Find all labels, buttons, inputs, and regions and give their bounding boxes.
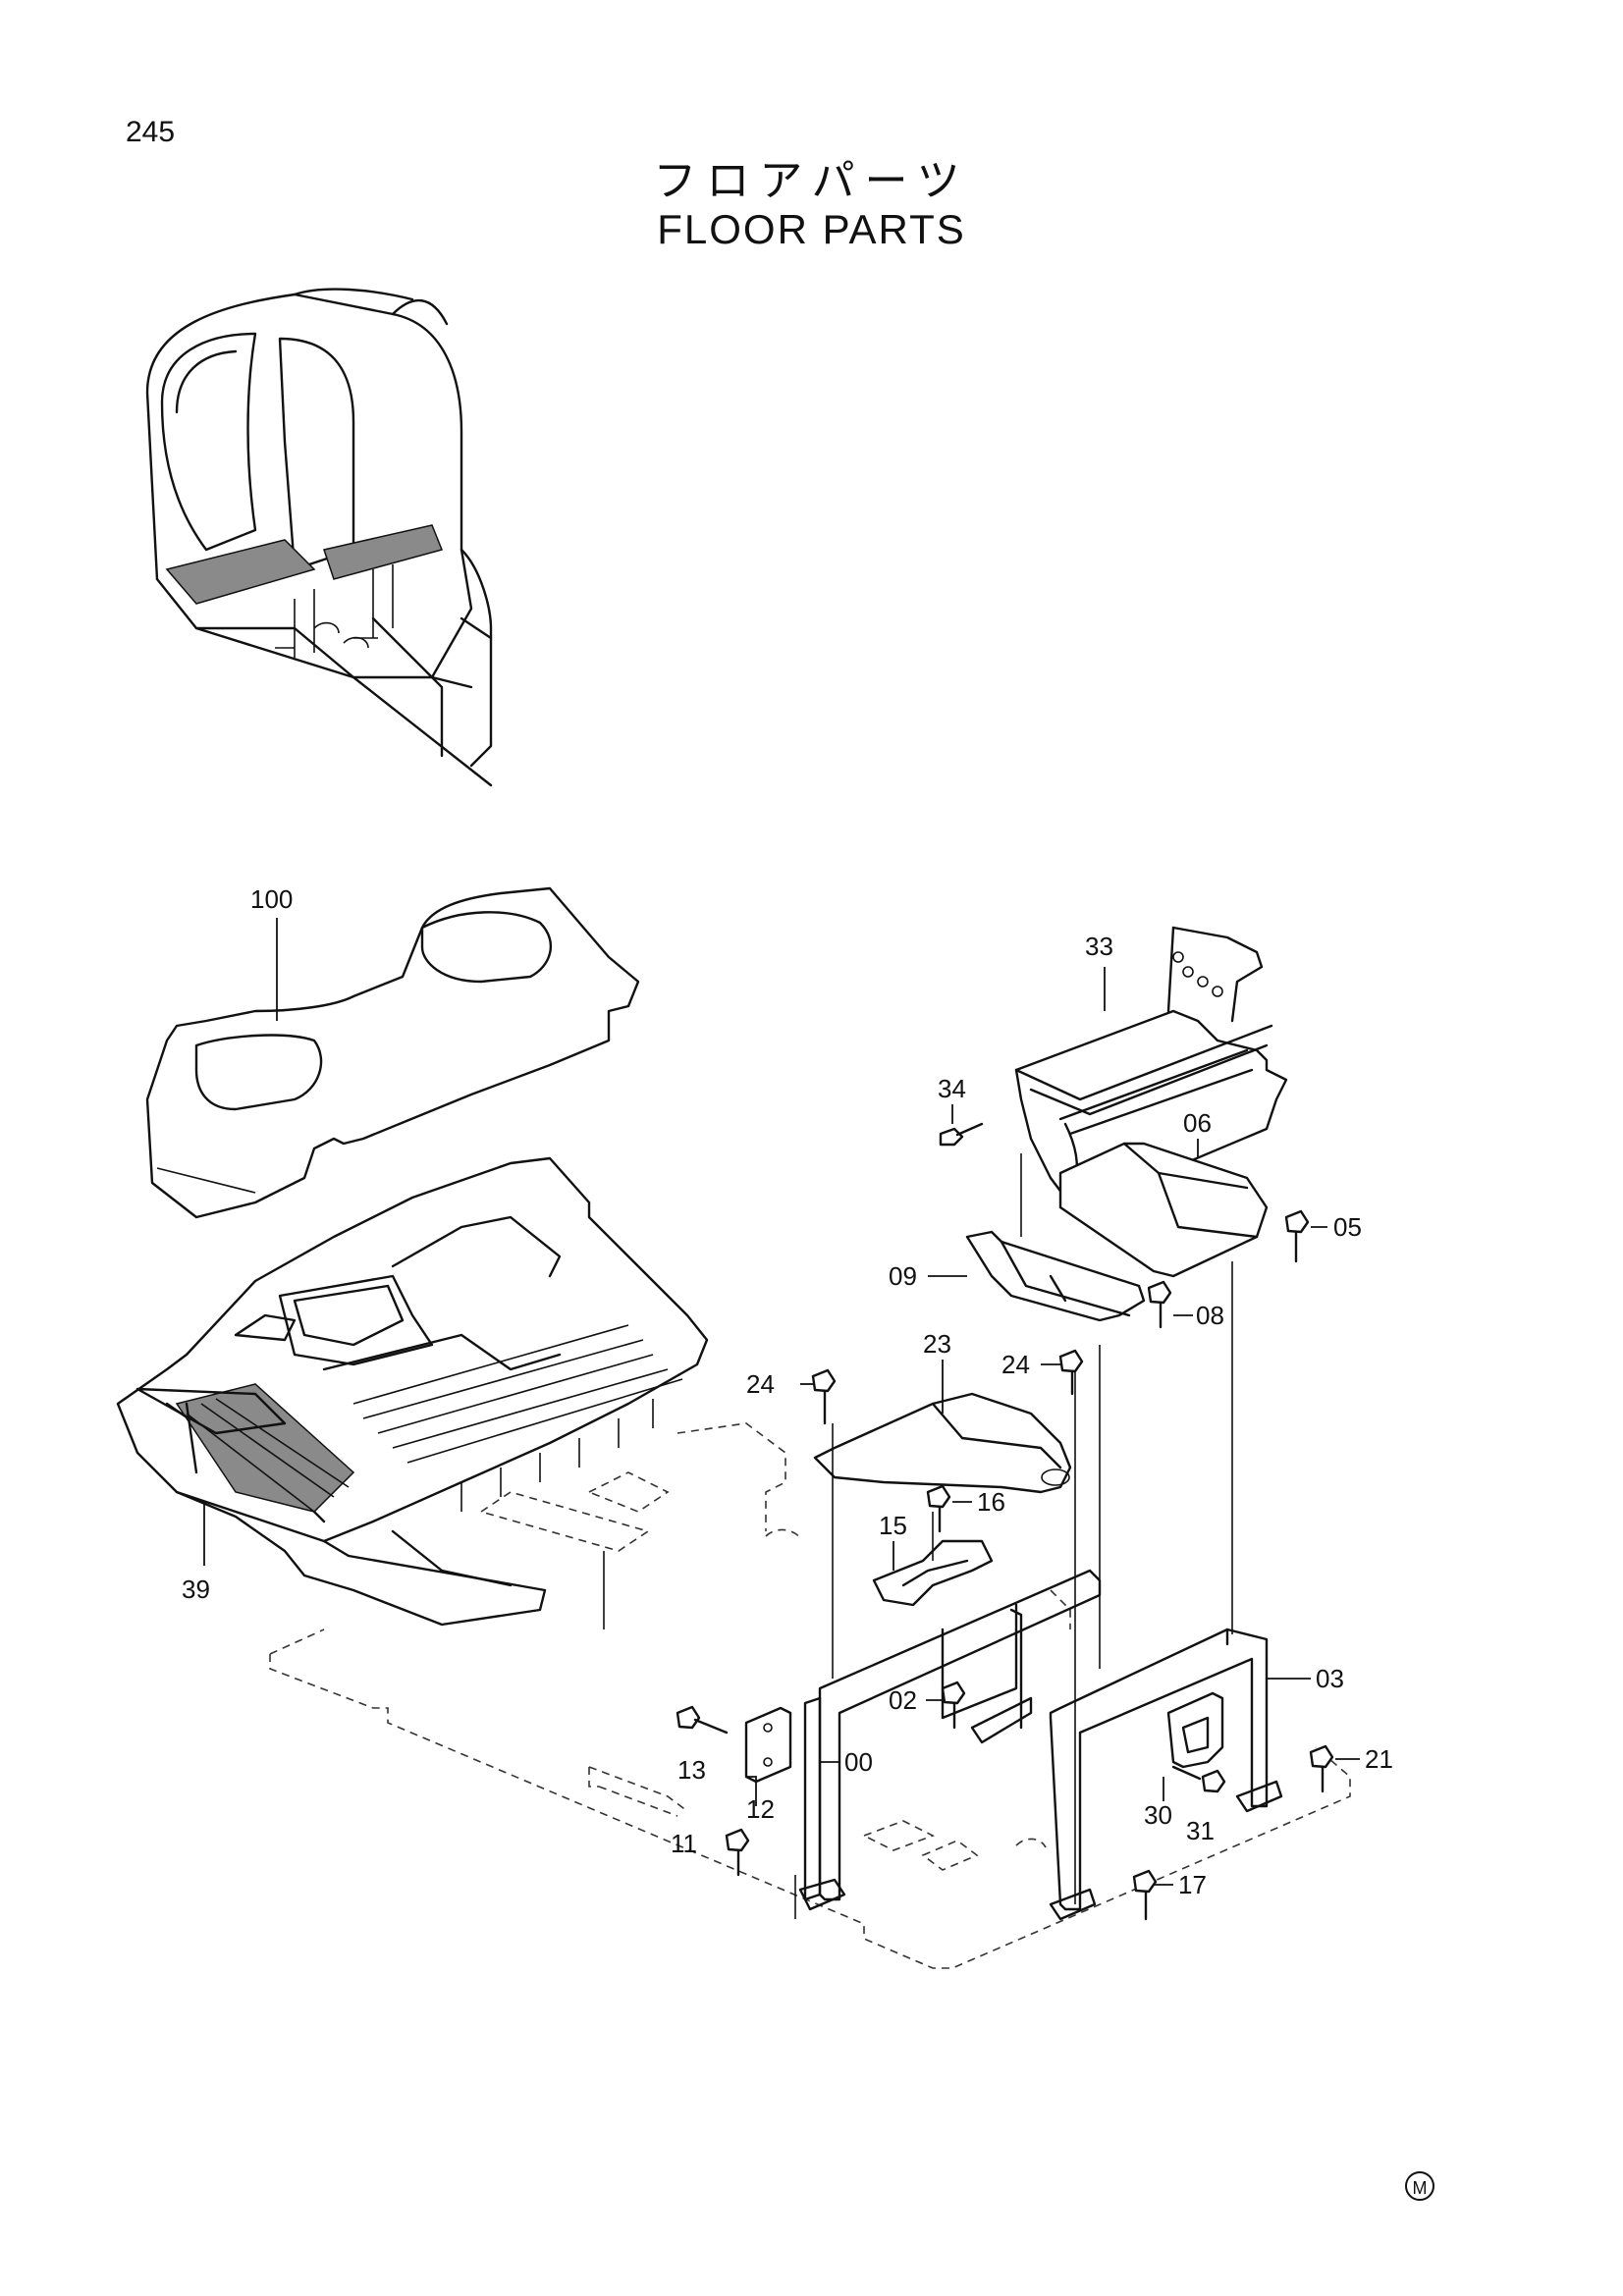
part-39-floor-plate: [116, 1156, 709, 1627]
callout-100: 100: [250, 884, 293, 914]
part-33-seat-stand: [1014, 926, 1288, 1209]
part-100-floor-mat: [145, 886, 640, 1219]
base-outline: [269, 1422, 1351, 1969]
callout-12: 12: [746, 1794, 775, 1824]
bolt-11-icon: [725, 1828, 750, 1877]
title-japanese: フロアパーツ: [653, 156, 970, 206]
callout-34: 34: [938, 1074, 966, 1103]
bolt-icons: [676, 1122, 1334, 1921]
bolt-17-icon: [1132, 1869, 1158, 1921]
assembly-guide-lines: [603, 1153, 1233, 1919]
bolt-21-icon: [1309, 1744, 1334, 1793]
part-23-plate: [813, 1392, 1072, 1494]
callout-24-right: 24: [1001, 1350, 1030, 1379]
bolt-05-icon: [1284, 1209, 1310, 1263]
bolt-13-icon: [676, 1705, 729, 1735]
callout-21: 21: [1365, 1744, 1393, 1774]
part-00-frame: [798, 1569, 1102, 1911]
callout-17: 17: [1178, 1870, 1207, 1899]
part-09-bracket: [965, 1230, 1146, 1322]
callout-31: 31: [1186, 1816, 1215, 1845]
callout-03: 03: [1316, 1664, 1344, 1693]
bolt-31-icon: [1171, 1765, 1226, 1793]
callout-02: 02: [889, 1685, 917, 1715]
callout-15: 15: [879, 1511, 907, 1540]
bolt-16-icon: [926, 1484, 951, 1533]
bolt-24-left-icon: [811, 1368, 837, 1425]
callout-33: 33: [1085, 932, 1113, 961]
bolt-34-icon: [939, 1122, 984, 1147]
page-number: 245: [126, 116, 176, 148]
bolt-08-icon: [1147, 1280, 1172, 1329]
callout-23: 23: [923, 1329, 951, 1359]
callout-13: 13: [677, 1755, 706, 1785]
callout-05: 05: [1333, 1212, 1362, 1242]
callout-00: 00: [844, 1747, 873, 1777]
manufacturer-mark: M: [1405, 2171, 1434, 2201]
callout-30: 30: [1144, 1800, 1172, 1830]
part-03-frame: [1049, 1628, 1283, 1921]
callout-39: 39: [182, 1575, 210, 1604]
callout-16: 16: [977, 1487, 1005, 1517]
callout-11: 11: [671, 1829, 697, 1858]
callout-leaders: [203, 918, 1360, 1886]
callout-24-left: 24: [746, 1369, 775, 1399]
cab-overview-illustration: [145, 288, 493, 787]
callout-06: 06: [1183, 1108, 1212, 1138]
callout-08: 08: [1196, 1301, 1224, 1330]
part-06-bracket: [1058, 1142, 1269, 1278]
callout-09: 09: [889, 1261, 917, 1291]
part-12-plate: [744, 1706, 792, 1784]
bolt-02-icon: [941, 1681, 966, 1730]
callout-labels: 100 39 33 34 06 05 09 08 23 24 24 15 16 …: [182, 884, 1393, 1899]
bolt-24-right-icon: [1058, 1349, 1084, 1396]
page-title: FLOOR PARTS: [657, 206, 966, 252]
